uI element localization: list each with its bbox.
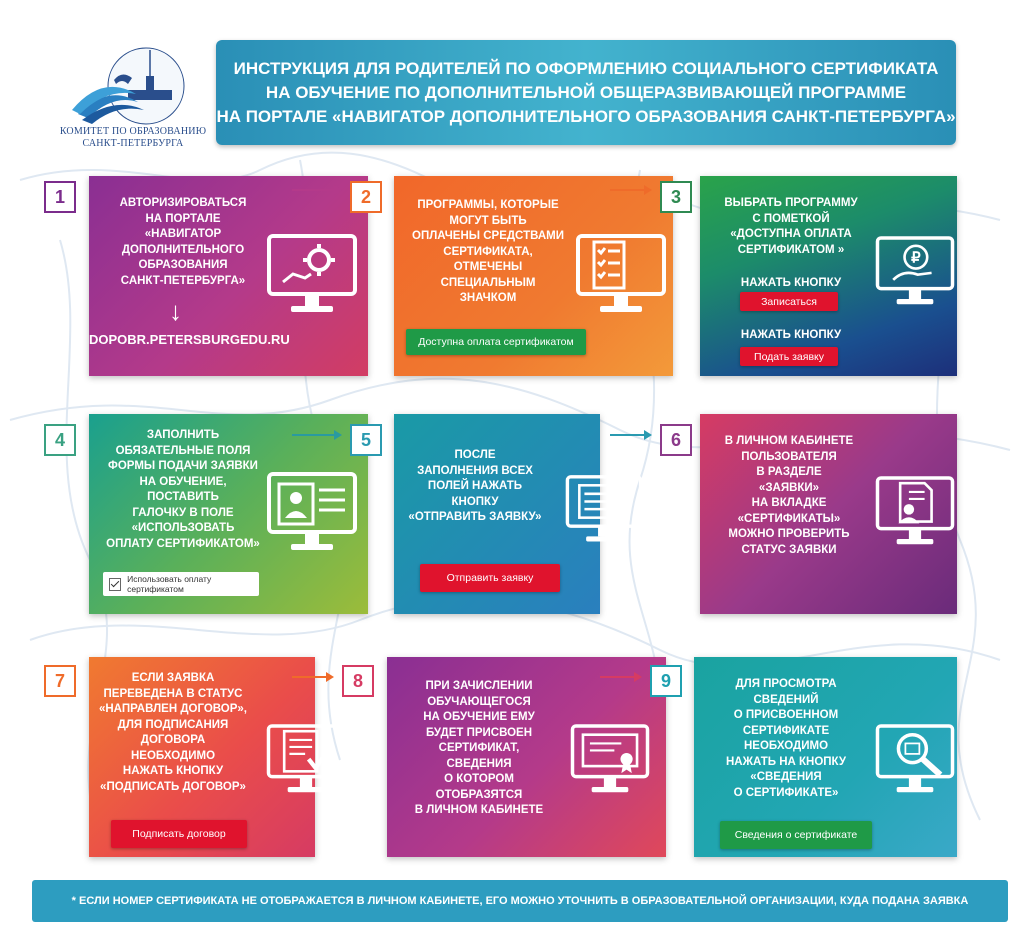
monitor-gear-icon bbox=[267, 234, 357, 312]
step-number-3: 3 bbox=[660, 181, 692, 213]
footer-note: * ЕСЛИ НОМЕР СЕРТИФИКАТА НЕ ОТОБРАЖАЕТСЯ… bbox=[32, 880, 1008, 922]
monitor-cursor-icon bbox=[565, 475, 643, 542]
monitor-profile-icon bbox=[875, 476, 955, 545]
monitor-certificate-icon bbox=[570, 724, 650, 793]
title-line2: НА ОБУЧЕНИЕ ПО ДОПОЛНИТЕЛЬНОЙ ОБЩЕРАЗВИВ… bbox=[265, 82, 907, 102]
page-title: ИНСТРУКЦИЯ ДЛЯ РОДИТЕЛЕЙ ПО ОФОРМЛЕНИЮ С… bbox=[216, 57, 955, 129]
enroll-button[interactable]: Записаться bbox=[740, 292, 838, 311]
monitor-checklist-icon bbox=[576, 234, 666, 312]
step-number-7: 7 bbox=[44, 665, 76, 697]
logo-emblem-icon bbox=[72, 47, 185, 125]
step-number-5: 5 bbox=[350, 424, 382, 456]
arrow-7-8 bbox=[292, 672, 334, 682]
arrow-4-5 bbox=[292, 430, 342, 440]
step-number-8: 8 bbox=[342, 665, 374, 697]
arrow-2-3 bbox=[610, 185, 652, 195]
logo-caption-line1: КОМИТЕТ ПО ОБРАЗОВАНИЮ bbox=[59, 126, 207, 137]
use-certificate-checkbox[interactable]: Использовать оплату сертификатом bbox=[103, 572, 259, 596]
portal-url: DOPOBR.PETERSBURGEDU.RU bbox=[89, 332, 290, 347]
logo-caption: КОМИТЕТ ПО ОБРАЗОВАНИЮ САНКТ-ПЕТЕРБУРГА bbox=[58, 126, 208, 150]
monitor-form-icon bbox=[267, 472, 357, 550]
step-number-1: 1 bbox=[44, 181, 76, 213]
submit-application-button[interactable]: Подать заявку bbox=[740, 347, 838, 366]
step-number-4: 4 bbox=[44, 424, 76, 456]
step-number-9: 9 bbox=[650, 665, 682, 697]
monitor-ruble-icon: ₽ bbox=[875, 236, 955, 305]
monitor-document-check-icon bbox=[266, 724, 346, 793]
monitor-magnifier-icon bbox=[875, 724, 955, 793]
arrow-8-9 bbox=[600, 672, 642, 682]
step-3-subtext-2: НАЖАТЬ КНОПКУ bbox=[740, 329, 842, 341]
certificate-details-button[interactable]: Сведения о сертификате bbox=[720, 821, 872, 849]
arrow-5-6 bbox=[610, 430, 652, 440]
arrow-down-icon: ↓ bbox=[169, 296, 182, 326]
checkbox-checked-icon[interactable] bbox=[109, 577, 122, 591]
title-line1: ИНСТРУКЦИЯ ДЛЯ РОДИТЕЛЕЙ ПО ОФОРМЛЕНИЮ С… bbox=[233, 58, 939, 78]
arrow-1-2 bbox=[292, 185, 342, 195]
header-banner: ИНСТРУКЦИЯ ДЛЯ РОДИТЕЛЕЙ ПО ОФОРМЛЕНИЮ С… bbox=[216, 40, 956, 145]
checkbox-label: Использовать оплату сертификатом bbox=[127, 574, 212, 594]
sign-contract-button[interactable]: Подписать договор bbox=[111, 820, 247, 848]
step-number-2: 2 bbox=[350, 181, 382, 213]
logo-caption-line2: САНКТ-ПЕТЕРБУРГА bbox=[82, 138, 184, 149]
send-application-button[interactable]: Отправить заявку bbox=[420, 564, 560, 592]
logo bbox=[58, 44, 208, 154]
step-3-subtext-1: НАЖАТЬ КНОПКУ bbox=[740, 277, 842, 289]
svg-text:₽: ₽ bbox=[911, 250, 921, 266]
title-line3: НА ПОРТАЛЕ «НАВИГАТОР ДОПОЛНИТЕЛЬНОГО ОБ… bbox=[216, 106, 956, 126]
step-number-6: 6 bbox=[660, 424, 692, 456]
available-certificate-badge[interactable]: Доступна оплата сертификатом bbox=[406, 329, 586, 355]
